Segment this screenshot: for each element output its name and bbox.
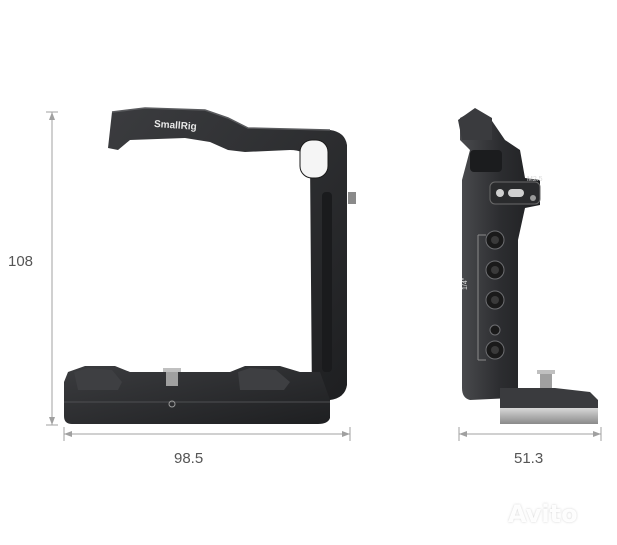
brand-logo: SmallRig <box>154 119 197 133</box>
width-dimension-line <box>63 427 351 441</box>
height-dimension-line <box>46 111 58 426</box>
cage-side-view <box>458 108 598 424</box>
depth-dimension-label: 51.3 <box>514 450 544 467</box>
watermark-avito: Avito <box>508 500 578 528</box>
depth-dimension-line <box>458 427 602 441</box>
thread-size-label: 1/4" <box>462 277 469 290</box>
screw-size-label: M2.5 <box>527 176 543 183</box>
cage-front-view <box>64 107 356 424</box>
width-dimension-label: 98.5 <box>174 450 204 467</box>
height-dimension-label: 108 <box>8 253 34 270</box>
